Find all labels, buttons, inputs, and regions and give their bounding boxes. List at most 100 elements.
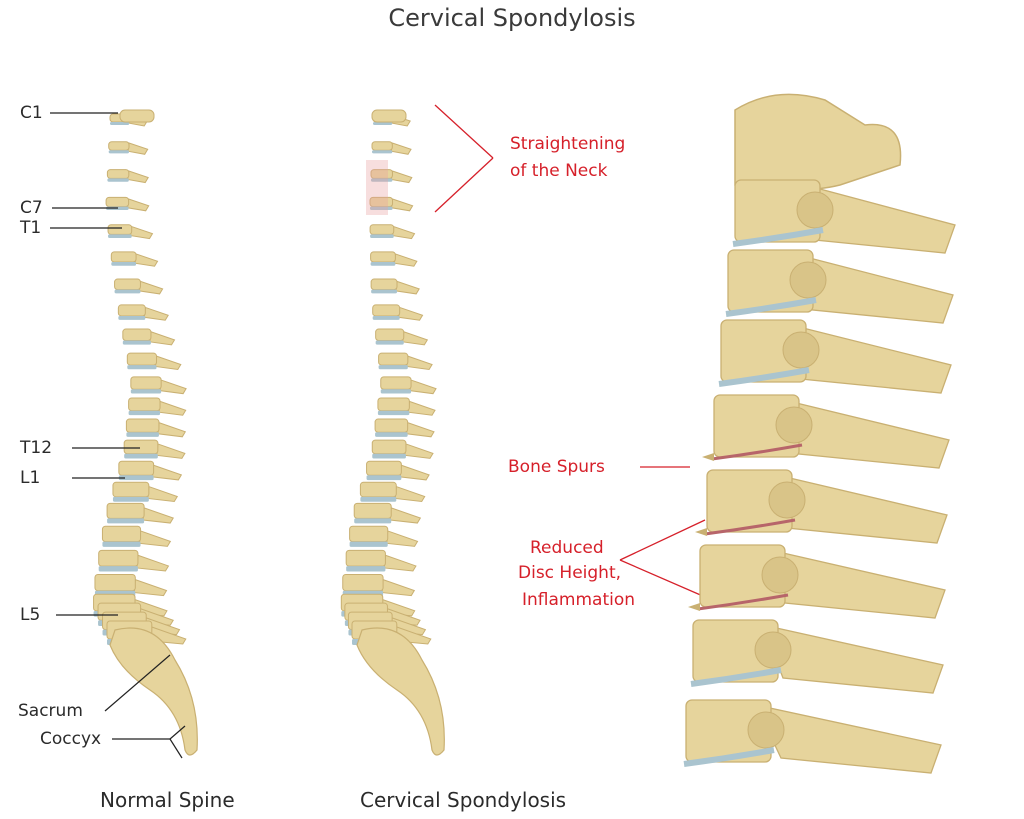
- degenerated-disc: [704, 518, 796, 536]
- vertebra: [122, 328, 152, 342]
- spinous-process: [402, 331, 429, 346]
- disc: [360, 496, 397, 502]
- vertebra: [370, 251, 396, 263]
- vertebra: [112, 481, 150, 498]
- atlas-c1: [371, 109, 407, 123]
- vertebra: [105, 196, 130, 208]
- vertebra: [107, 224, 133, 235]
- spinous-process: [386, 530, 419, 547]
- caption-cervical-spondylosis: Cervical Spondylosis: [360, 788, 567, 812]
- spinous-process: [143, 306, 169, 321]
- disc: [112, 496, 149, 502]
- spinous-process: [152, 464, 183, 481]
- vertebra: [126, 352, 158, 366]
- disc: [732, 227, 824, 247]
- leader-line: [169, 725, 186, 740]
- spinous-process: [392, 225, 416, 240]
- vertebra: [345, 549, 386, 567]
- spinous-process: [390, 170, 413, 184]
- vertebra: [106, 502, 145, 519]
- disc: [107, 178, 129, 182]
- facet-joint: [754, 631, 792, 669]
- spinous-process: [127, 170, 149, 184]
- spinous-process: [761, 624, 944, 694]
- disc: [122, 340, 151, 345]
- vertebra: [353, 502, 392, 519]
- spinous-process: [398, 306, 424, 321]
- spinous-process: [130, 225, 154, 240]
- label-c1: C1: [20, 103, 43, 123]
- disc: [371, 289, 398, 294]
- facet-joint: [789, 261, 827, 299]
- spinous-process: [154, 355, 182, 371]
- vertebra: [371, 439, 407, 455]
- spinous-process: [409, 379, 437, 395]
- disc: [377, 410, 410, 416]
- spinous-process: [404, 443, 434, 459]
- spinous-process: [394, 485, 426, 503]
- disc: [124, 453, 158, 459]
- spinous-process: [390, 198, 414, 212]
- vertebra: [359, 481, 397, 498]
- disc: [110, 122, 130, 125]
- degenerated-disc: [697, 593, 789, 611]
- disc: [372, 150, 393, 154]
- vertebra: [123, 439, 159, 455]
- vertebra: [375, 328, 405, 342]
- leader-line: [104, 654, 171, 712]
- spinous-process: [158, 400, 187, 416]
- vertebra: [342, 573, 384, 592]
- vertebra: [101, 525, 142, 543]
- spinous-process: [389, 507, 422, 524]
- disc: [126, 432, 159, 437]
- c1-atlas: [734, 93, 902, 191]
- spinous-process: [406, 421, 435, 438]
- facet-joint: [747, 711, 785, 749]
- label-c7: C7: [20, 198, 43, 218]
- disc: [114, 289, 141, 294]
- label-straightening-1: Straightening: [510, 134, 626, 154]
- label-t1: T1: [20, 218, 42, 238]
- vertebra: [128, 397, 161, 412]
- disc: [349, 541, 388, 547]
- spinous-process: [133, 578, 168, 597]
- spinous-process: [407, 400, 436, 416]
- disc: [690, 667, 782, 687]
- degenerated-disc: [711, 443, 803, 461]
- spinous-process: [157, 421, 187, 438]
- spinous-process: [139, 530, 172, 547]
- spinous-process: [147, 485, 179, 503]
- disc: [372, 315, 400, 320]
- facet-joint: [768, 481, 806, 519]
- label-coccyx: Coccyx: [40, 729, 102, 749]
- disc: [375, 432, 408, 437]
- vertebra: [372, 304, 401, 317]
- spinous-process: [393, 253, 418, 267]
- disc: [370, 262, 396, 266]
- spinous-process: [136, 554, 170, 572]
- disc: [725, 297, 817, 317]
- disc: [111, 262, 137, 266]
- vertebra: [98, 549, 139, 567]
- disc: [102, 541, 141, 547]
- disc: [375, 340, 404, 345]
- vertebra: [110, 251, 137, 263]
- vertebra: [94, 573, 136, 592]
- leader-line-red: [619, 559, 713, 601]
- spinous-process: [134, 253, 159, 267]
- spinous-process: [156, 443, 186, 459]
- disc: [127, 365, 157, 370]
- spinous-process: [390, 142, 412, 155]
- disc: [118, 475, 154, 481]
- disc: [108, 234, 132, 238]
- sacrum: [109, 627, 198, 756]
- spinous-process: [149, 331, 176, 346]
- bone-spur: [695, 528, 707, 536]
- leader-line: [169, 738, 183, 759]
- label-sacrum: Sacrum: [18, 701, 83, 721]
- label-reduced-2: Disc Height,: [518, 563, 622, 583]
- leader-line-red: [434, 157, 494, 213]
- inflammation-highlight: [366, 160, 388, 215]
- disc: [130, 389, 162, 394]
